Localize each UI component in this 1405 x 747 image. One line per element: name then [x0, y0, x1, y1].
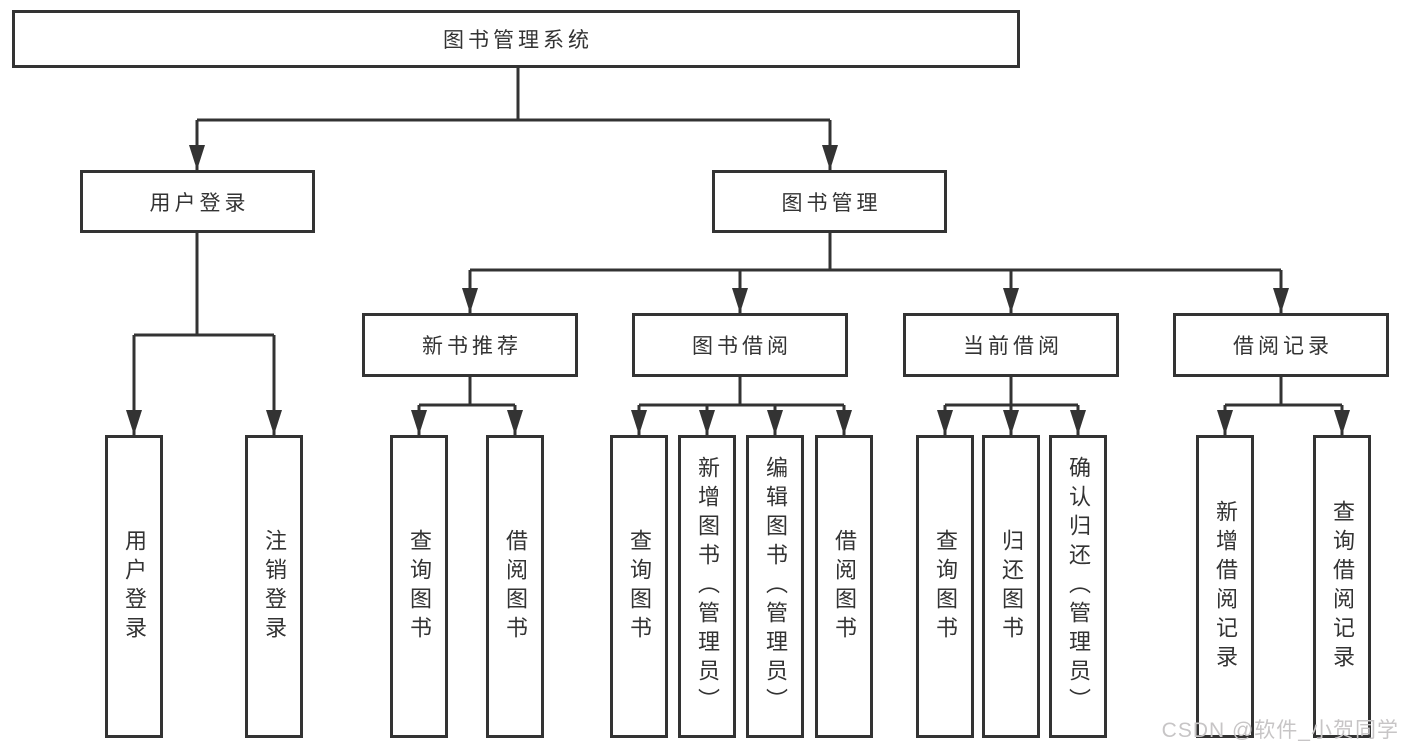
leaf-return-book: 归还图书 — [982, 435, 1040, 738]
node-borrowing-records: 借阅记录 — [1173, 313, 1389, 377]
leaf-query-book-borrowing: 查询图书 — [610, 435, 668, 738]
leaf-user-login: 用户登录 — [105, 435, 163, 738]
leaf-label: 注销登录 — [262, 528, 287, 645]
node-library-system: 图书管理系统 — [12, 10, 1020, 68]
leaf-label: 查询图书 — [933, 528, 958, 645]
leaf-logout: 注销登录 — [245, 435, 303, 738]
leaf-label: 归还图书 — [999, 528, 1024, 645]
node-book-management: 图书管理 — [712, 170, 947, 233]
leaf-label: 确认归还（管理员） — [1066, 456, 1091, 717]
leaf-query-book-current: 查询图书 — [916, 435, 974, 738]
leaf-query-book-recommend: 查询图书 — [390, 435, 448, 738]
leaf-label: 新增图书（管理员） — [695, 456, 720, 717]
node-new-book-recommend: 新书推荐 — [362, 313, 578, 377]
leaf-label: 新增借阅记录 — [1213, 499, 1238, 674]
node-user-login: 用户登录 — [80, 170, 315, 233]
leaf-edit-book-admin: 编辑图书（管理员） — [746, 435, 804, 738]
leaf-label: 查询图书 — [407, 528, 432, 645]
leaf-label: 查询图书 — [627, 528, 652, 645]
leaf-label: 编辑图书（管理员） — [763, 456, 788, 717]
leaf-borrow-book-recommend: 借阅图书 — [486, 435, 544, 738]
leaf-confirm-return-admin: 确认归还（管理员） — [1049, 435, 1107, 738]
leaf-borrow-book: 借阅图书 — [815, 435, 873, 738]
leaf-add-book-admin: 新增图书（管理员） — [678, 435, 736, 738]
node-current-borrowing: 当前借阅 — [903, 313, 1119, 377]
leaf-add-borrow-record: 新增借阅记录 — [1196, 435, 1254, 738]
leaf-label: 借阅图书 — [503, 528, 528, 645]
leaf-label: 用户登录 — [122, 528, 147, 645]
node-book-borrowing: 图书借阅 — [632, 313, 848, 377]
csdn-watermark: CSDN @软件_小贺同学 — [1161, 719, 1399, 742]
leaf-label: 借阅图书 — [832, 528, 857, 645]
leaf-query-borrow-record: 查询借阅记录 — [1313, 435, 1371, 738]
leaf-label: 查询借阅记录 — [1330, 499, 1355, 674]
